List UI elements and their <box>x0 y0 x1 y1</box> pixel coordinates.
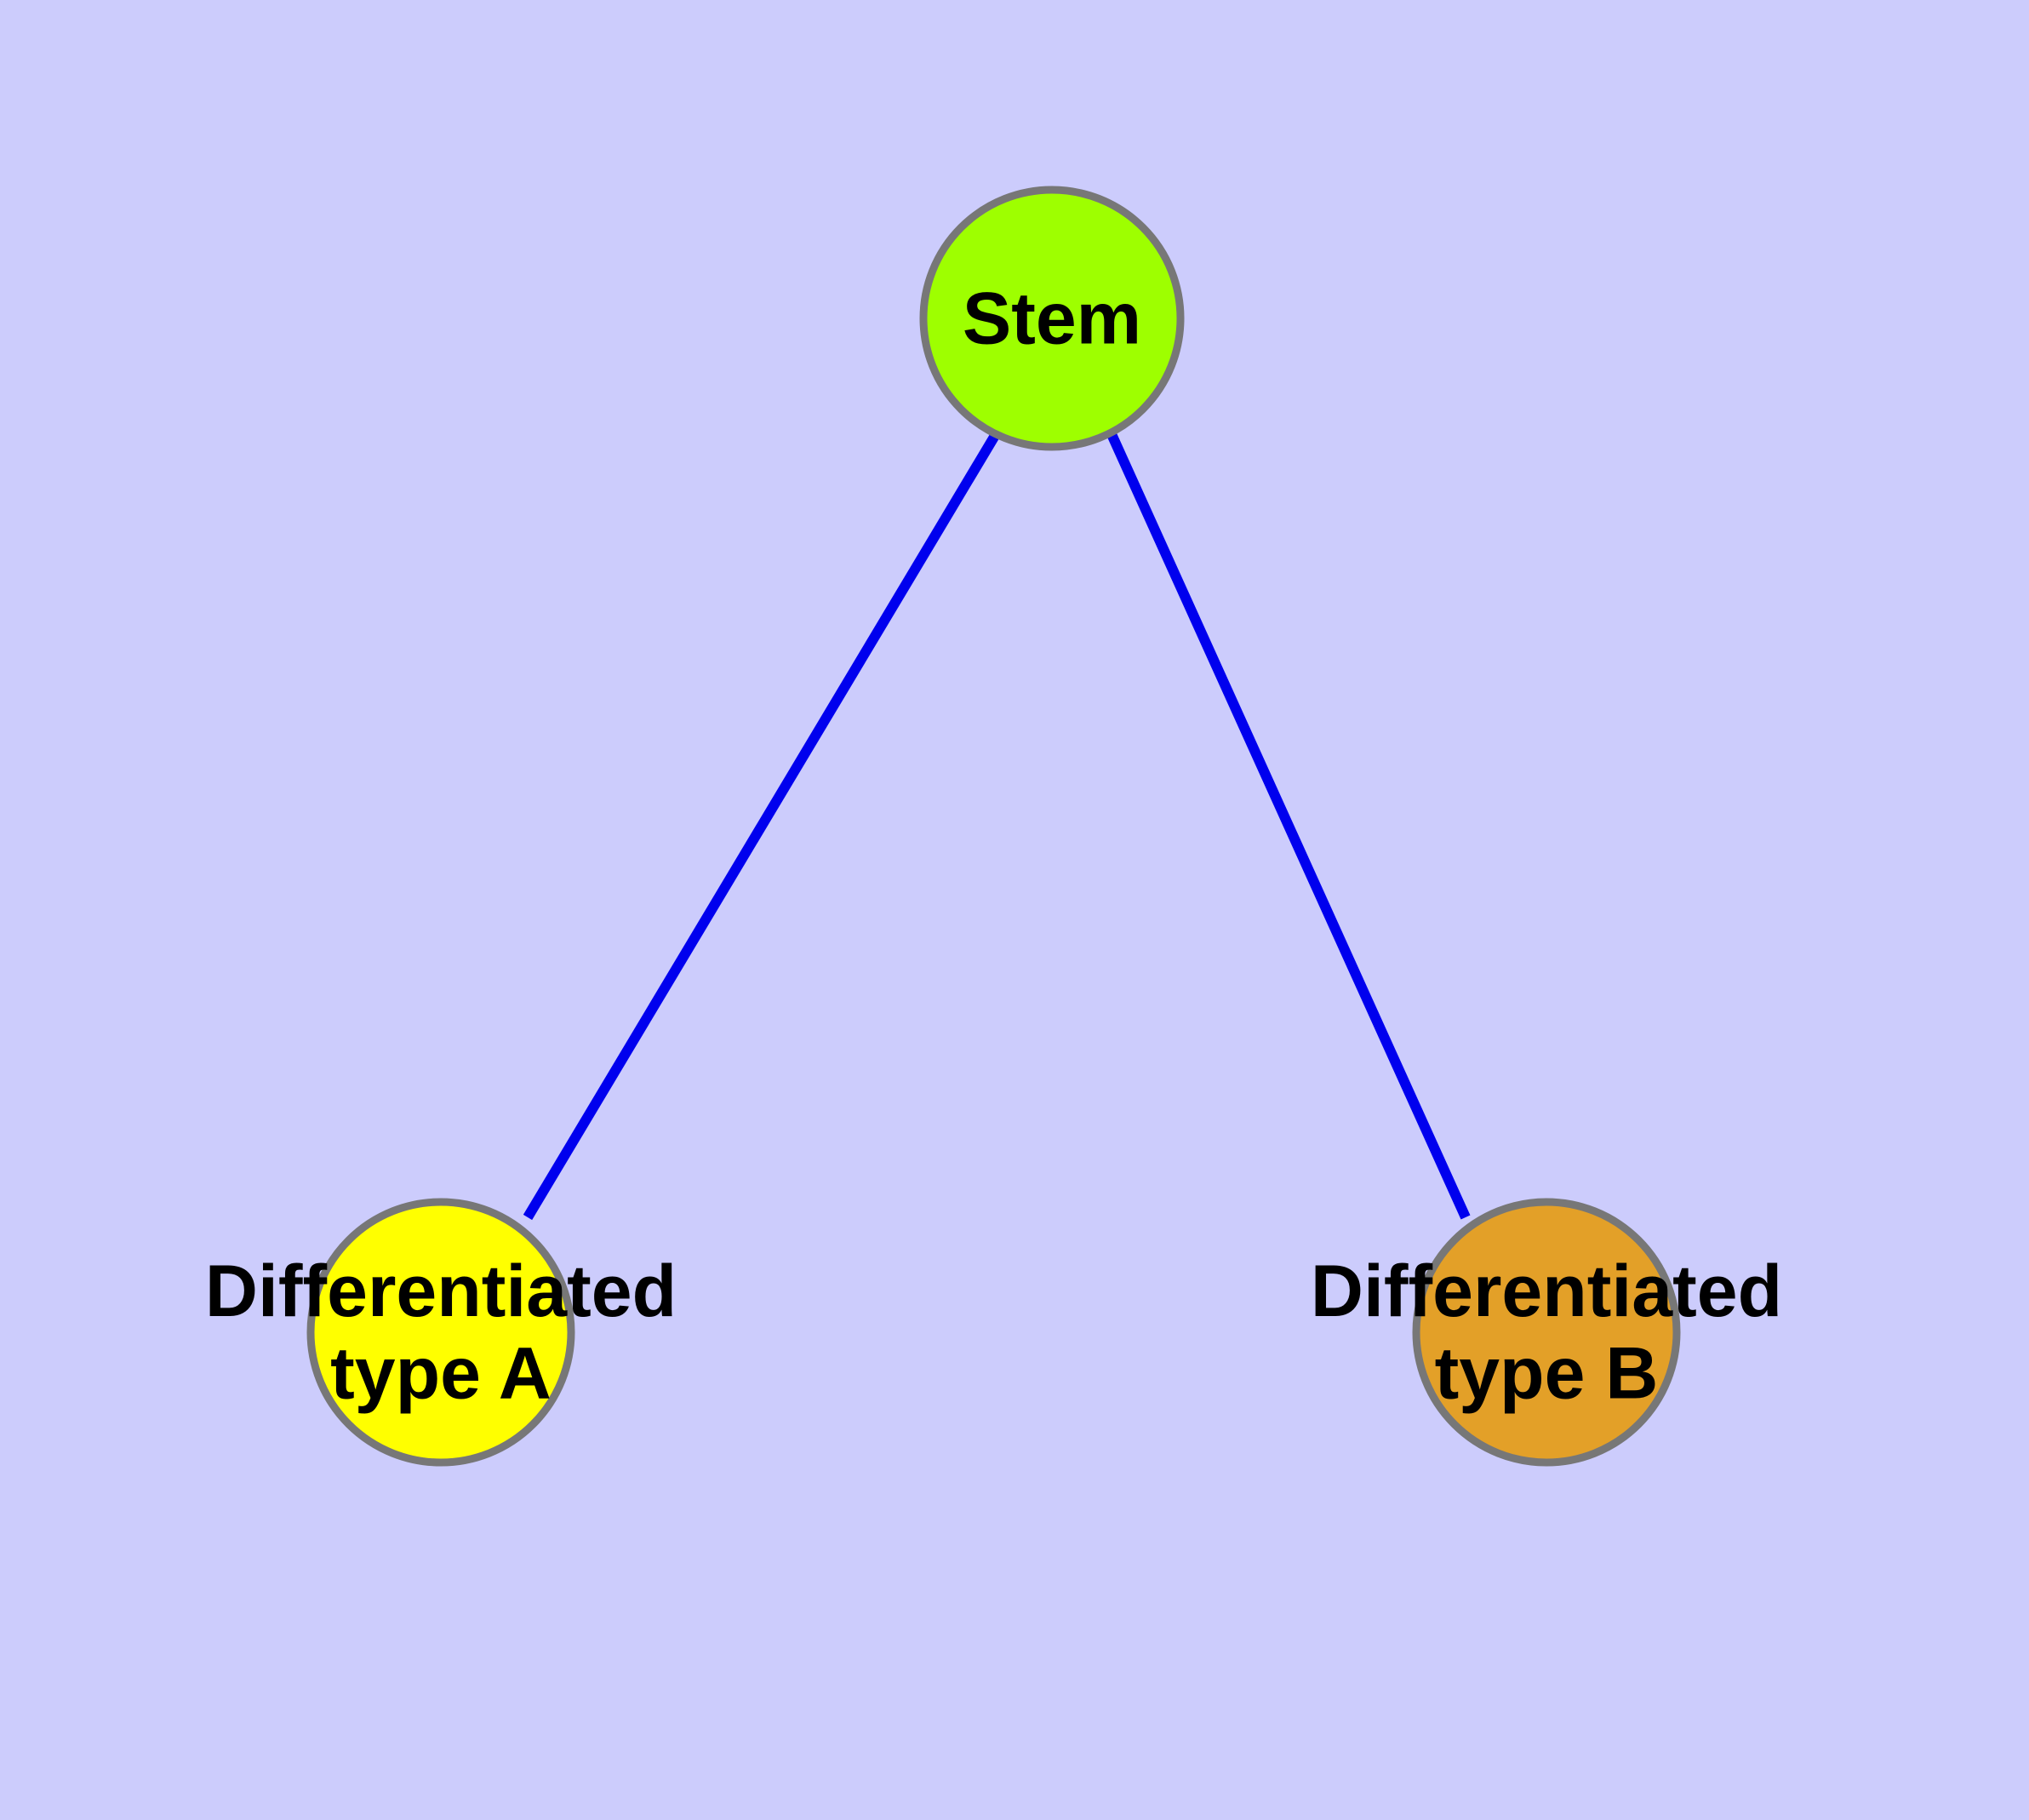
edge-layer <box>523 431 1471 1221</box>
node-stem-circle[interactable] <box>919 186 1185 451</box>
node-stem-label: Stem <box>963 278 1141 359</box>
node-differentiated-type-a-circle[interactable] <box>306 1198 575 1467</box>
edge-stem-to-differentiated-type-a[interactable] <box>523 431 1001 1221</box>
node-layer <box>306 186 1681 1467</box>
node-differentiated-type-b-circle[interactable] <box>1412 1198 1681 1467</box>
edge-stem-to-differentiated-type-b[interactable] <box>1106 432 1471 1220</box>
